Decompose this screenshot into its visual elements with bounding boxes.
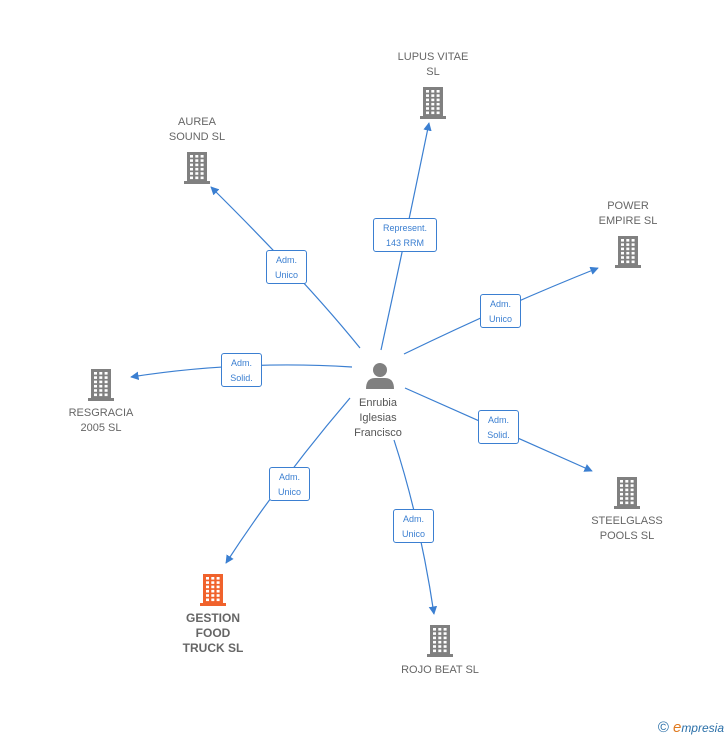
building-icon [614, 477, 640, 509]
building-icon [88, 369, 114, 401]
person-icon [366, 363, 394, 389]
building-icon [420, 87, 446, 119]
company-name-steelglass[interactable]: STEELGLASS POOLS SL [591, 515, 663, 542]
building-icon [200, 574, 226, 606]
relation-label-aurea[interactable]: Adm. Unico [266, 250, 307, 284]
relation-label-lupus[interactable]: Represent. 143 RRM [373, 218, 437, 252]
relation-label-gestion[interactable]: Adm. Unico [269, 467, 310, 501]
brand-footer: ©empresia [658, 719, 724, 736]
brand-initial: e [672, 719, 682, 736]
relation-label-resgracia[interactable]: Adm. Solid. [221, 353, 262, 387]
company-name-aurea[interactable]: AUREA SOUND SL [168, 116, 226, 143]
company-name-resgracia[interactable]: RESGRACIA 2005 SL [68, 407, 134, 434]
relation-label-steelglass[interactable]: Adm. Solid. [478, 410, 519, 444]
person-name[interactable]: Enrubia Iglesias Francisco [354, 397, 402, 439]
company-name-lupus[interactable]: LUPUS VITAE SL [397, 51, 469, 78]
copyright-icon: © [657, 719, 669, 736]
building-icon [184, 152, 210, 184]
icons-layer [88, 87, 641, 657]
company-name-power[interactable]: POWER EMPIRE SL [598, 200, 658, 227]
building-icon [615, 236, 641, 268]
relation-label-rojo[interactable]: Adm. Unico [393, 509, 434, 543]
relation-label-power[interactable]: Adm. Unico [480, 294, 521, 328]
company-name-rojo[interactable]: ROJO BEAT SL [401, 664, 479, 676]
edges-layer [130, 122, 599, 615]
company-name-gestion[interactable]: GESTION FOOD TRUCK SL [182, 611, 244, 655]
building-icon [427, 625, 453, 657]
brand-name: mpresia [681, 721, 724, 735]
